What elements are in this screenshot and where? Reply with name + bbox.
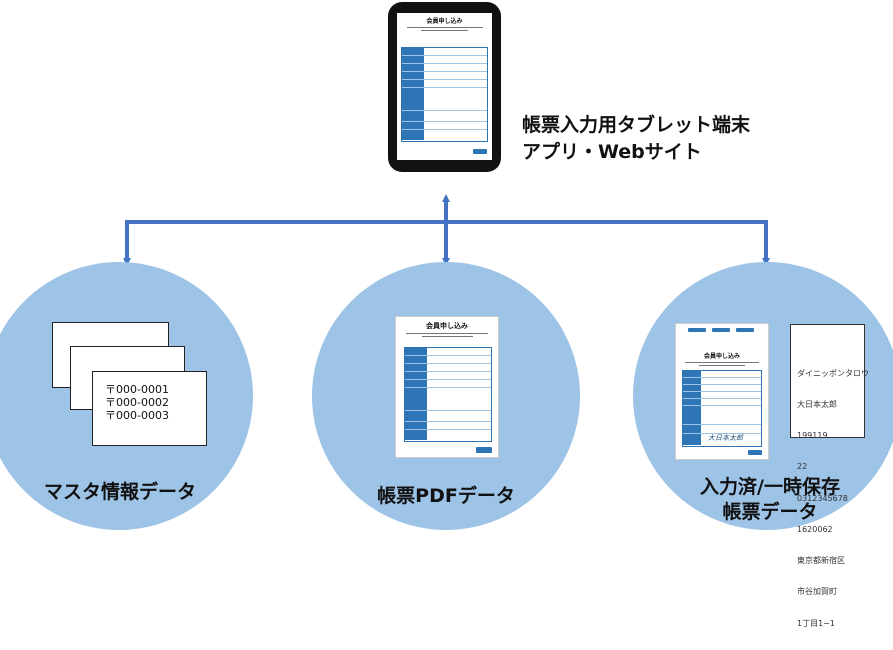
note-line: 市谷加賀町 [797,587,837,597]
tablet-label-line1: 帳票入力用タブレット端末 [522,114,751,136]
master-paper-front: 〒000-0001 〒000-0002 〒000-0003 [92,371,207,446]
postal-line: 〒000-0003 [105,409,169,422]
note-line: 22 [797,462,808,472]
form-title: 会員申し込み [426,18,463,25]
postal-line: 〒000-0002 [105,396,169,409]
filled-form-preview: 会員申し込み 大日本太郎 [675,323,769,460]
filled-next-button [748,450,762,455]
tablet-label-line2: アプリ・Webサイト [522,141,702,163]
handwritten-signature: 大日本太郎 [708,434,743,442]
tablet-next-button[interactable] [473,149,487,154]
connector-arrows [123,194,770,266]
pdf-form-title: 会員申し込み [426,322,468,330]
note-line: 1620062 [797,524,833,534]
pdf-data-label: 帳票PDFデータ [377,485,515,507]
note-line: 199119 [797,431,828,441]
tablet-device: 会員申し込み [388,2,501,172]
master-data-label: マスタ情報データ [43,481,196,503]
pdf-form-preview: 会員申し込み [395,316,499,458]
note-line: ダイニッポンタロウ [797,368,869,378]
saved-data-label-line1: 入力済/一時保存 [700,476,840,498]
note-line: 大日本太郎 [797,400,837,410]
filled-form-title: 会員申し込み [703,353,740,360]
note-line: 1丁目1−1 [797,618,835,628]
note-line: 東京都新宿区 [797,556,845,566]
pdf-next-button [476,447,492,453]
tablet-screen-form: 会員申し込み [397,13,492,160]
saved-data-label-line2: 帳票データ [722,501,818,523]
postal-line: 〒000-0001 [105,383,169,396]
note-line: 0312345678 [797,493,848,503]
data-note-card: ダイニッポンタロウ 大日本太郎 199119 22 0312345678 162… [790,324,869,628]
